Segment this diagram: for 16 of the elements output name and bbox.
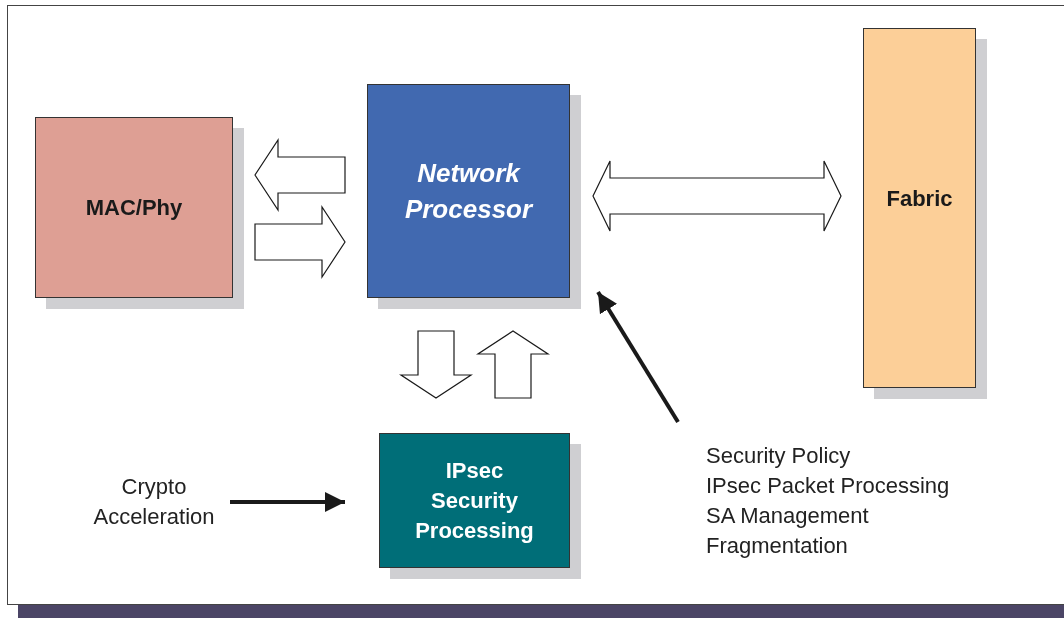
arrow (230, 492, 345, 512)
box-title: MAC/Phy (84, 193, 184, 222)
block-arrow (254, 138, 346, 212)
text-label: Crypto Acceleration (70, 470, 238, 534)
function-list-item: IPsec Packet Processing (705, 472, 950, 500)
arrow (596, 290, 680, 424)
block-arrow (476, 330, 550, 399)
function-list-item: Fragmentation (705, 532, 848, 560)
function-list-item: Security Policy (705, 442, 851, 470)
block-arrow (399, 330, 473, 399)
block-arrow (592, 160, 842, 232)
block-arrow (254, 205, 346, 279)
box-title: Fabric (885, 185, 954, 213)
box-title: IPsec Security Processing (414, 456, 535, 545)
function-list-item: SA Management (705, 502, 869, 530)
box-title: Network Processor (403, 157, 535, 226)
